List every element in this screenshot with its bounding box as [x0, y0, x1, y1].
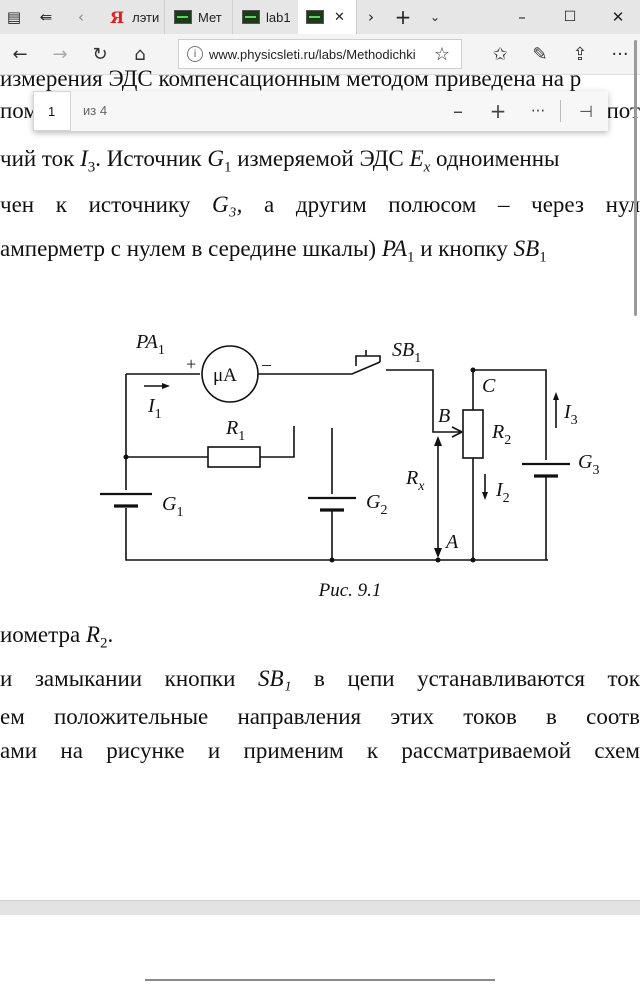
resistor-r1: [207, 446, 261, 468]
label-a: A: [444, 531, 459, 553]
refresh-icon[interactable]: ↻: [92, 43, 108, 65]
label-i1: I1: [147, 395, 162, 422]
set-aside-icon[interactable]: ⇚: [39, 8, 53, 26]
label-r1: R1: [225, 417, 245, 444]
pin-toolbar-icon[interactable]: ⊣: [579, 101, 593, 121]
page-separator: [0, 900, 640, 915]
vertical-scrollbar[interactable]: [634, 40, 637, 316]
favorite-icon[interactable]: ☆: [433, 43, 451, 65]
tab-active[interactable]: ✕: [298, 0, 357, 34]
label-i2: I2: [495, 479, 510, 506]
pen-icon[interactable]: ✎: [532, 43, 548, 65]
share-icon[interactable]: ⇪: [572, 43, 588, 65]
tab-methodichki[interactable]: Мет: [166, 0, 233, 34]
more-options-icon[interactable]: ···: [530, 102, 546, 120]
label-sb1: SB1: [392, 339, 421, 366]
minimize-icon[interactable]: –: [518, 8, 526, 26]
junction-dots: [123, 367, 476, 563]
page-number-input[interactable]: 1: [33, 91, 71, 131]
figure-caption: Рис. 9.1: [318, 580, 382, 601]
label-meter: μA: [213, 365, 237, 386]
zoom-in-icon[interactable]: +: [489, 99, 507, 123]
tab-yandex[interactable]: Я лэти: [100, 0, 165, 34]
monitor-icon: [174, 10, 192, 24]
label-c: C: [482, 375, 496, 397]
label-pa1: PA1: [135, 331, 165, 358]
monitor-icon: [306, 10, 324, 24]
page-count: из 4: [83, 103, 108, 118]
forward-icon[interactable]: →: [52, 43, 68, 65]
tab-strip: ▤ ⇚ ‹ Я лэти Мет lab1 ✕ › + ⌄ – ☐ ✕: [0, 0, 640, 34]
navigation-bar: ← → ↻ ⌂ i www.physicsleti.ru/labs/Method…: [0, 34, 640, 75]
toolbar-divider: [560, 100, 561, 122]
text-line-4: амперметр с нулем в середине шкалы) PA1 …: [0, 236, 547, 266]
label-b: B: [438, 405, 450, 427]
wire-meter-to-switch: [258, 361, 381, 375]
wire-top-right: [473, 369, 547, 460]
tab-list-icon[interactable]: ▤: [6, 8, 22, 26]
more-icon[interactable]: ···: [611, 43, 629, 65]
i1-arrowhead: [162, 383, 170, 389]
maximize-icon[interactable]: ☐: [563, 9, 577, 25]
home-icon[interactable]: ⌂: [134, 43, 146, 65]
label-g2: G2: [366, 491, 387, 518]
new-tab-icon[interactable]: +: [394, 5, 412, 29]
label-plus: +: [186, 354, 196, 374]
close-tab-icon[interactable]: ✕: [334, 9, 345, 25]
tab-preview-icon[interactable]: ⌄: [429, 10, 441, 24]
text-line-top: измерения ЭДС компенсационным методом пр…: [0, 66, 582, 91]
label-g1: G1: [162, 493, 183, 520]
yandex-icon: Я: [110, 7, 125, 27]
i3-arrowhead: [553, 392, 559, 400]
pdf-toolbar: 1 из 4 – + ··· ⊣: [33, 91, 608, 131]
label-rx: Rx: [405, 467, 425, 494]
label-g3: G3: [578, 451, 599, 478]
back-icon[interactable]: ←: [12, 43, 28, 65]
address-text: www.physicsleti.ru/labs/Methodichki: [209, 46, 416, 62]
scroll-tabs-right-icon[interactable]: ›: [368, 8, 374, 26]
circuit-diagram: PA1 + – μA SB1 I1 R1 B C R2 I3 Rx I2 G3 …: [100, 331, 599, 563]
label-minus: –: [261, 354, 272, 374]
text-line-2: чий ток I3. Источник G1 измеряемой ЭДС E…: [0, 146, 560, 176]
potentiometer-r2: [462, 409, 484, 459]
label-r2: R2: [491, 421, 511, 448]
zoom-out-icon[interactable]: –: [453, 99, 463, 123]
horizontal-scrollbar[interactable]: [145, 979, 495, 981]
tab-label: lab1: [266, 9, 291, 25]
wire-switch-to-b: [386, 369, 462, 433]
wire-r1-right: [260, 426, 295, 458]
label-i3: I3: [563, 401, 578, 428]
monitor-icon: [242, 10, 260, 24]
favorites-list-icon[interactable]: ✩: [492, 43, 508, 65]
scroll-tabs-left-icon[interactable]: ‹: [78, 8, 84, 26]
tab-label: Мет: [198, 9, 222, 25]
slider-arrow: [451, 426, 463, 438]
i2-arrowhead: [482, 492, 488, 500]
tab-lab1[interactable]: lab1: [234, 0, 299, 34]
wire-bottom: [125, 508, 548, 561]
tab-label: лэти: [132, 9, 160, 25]
pushbutton-sb1: [355, 350, 381, 366]
text-line-5: иометра R2.: [0, 622, 114, 652]
close-window-icon[interactable]: ✕: [611, 8, 625, 26]
address-bar[interactable]: i www.physicsleti.ru/labs/Methodichki: [178, 39, 462, 69]
info-icon[interactable]: i: [187, 46, 203, 62]
